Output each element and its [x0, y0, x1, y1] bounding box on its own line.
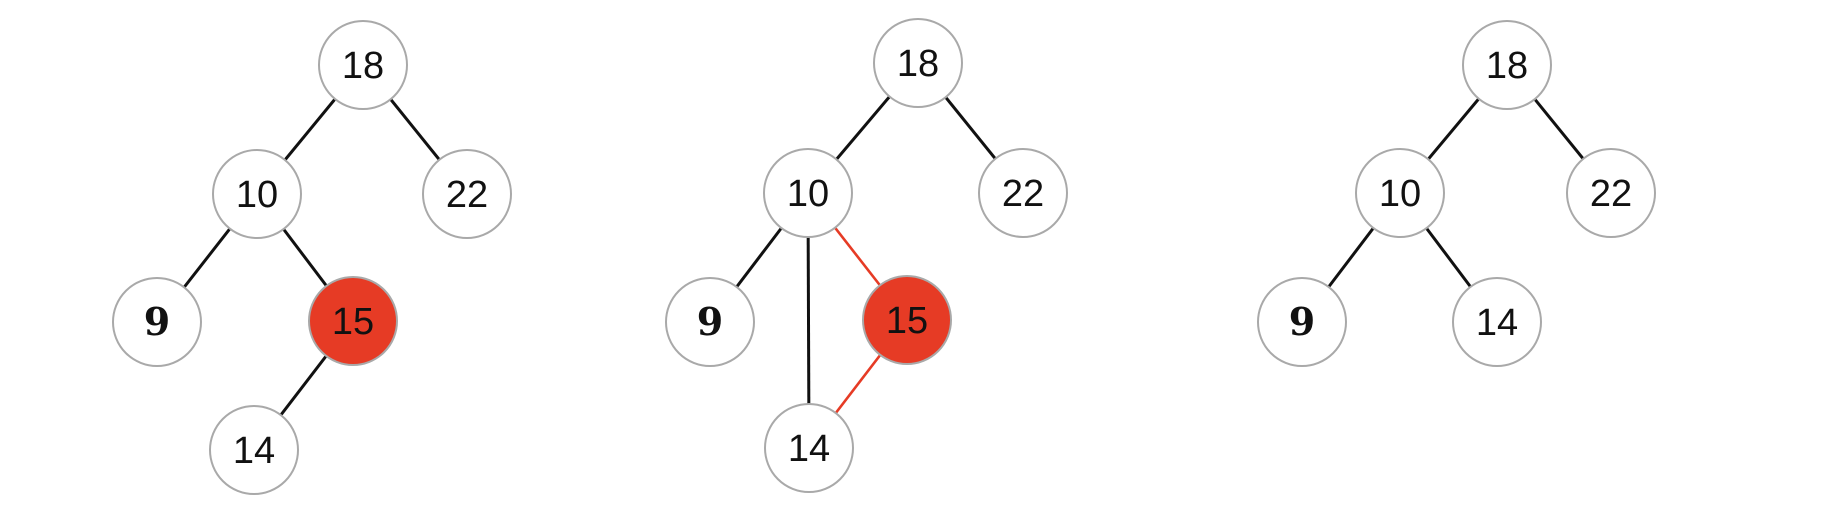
tree-node-22: [978, 148, 1068, 238]
tree-node-label-9: 9: [144, 299, 170, 344]
tree-node-label-15: 15: [886, 300, 928, 342]
tree-node-label-22: 22: [1002, 173, 1044, 215]
tree-node-22: [422, 149, 512, 239]
tree-node-label-10: 10: [236, 174, 278, 216]
tree-node-label-9: 9: [1289, 299, 1315, 344]
tree-node-label-14: 14: [788, 428, 830, 470]
tree-node-14: [209, 405, 299, 495]
tree-node-label-22: 22: [446, 174, 488, 216]
tree-node-9: [665, 277, 755, 367]
tree-node-label-10: 10: [1379, 173, 1421, 215]
tree-node-label-14: 14: [1476, 302, 1518, 344]
tree-step-1-node-marked: 18 10 22 9 15 14: [112, 20, 512, 495]
tree-node-label-9: 9: [697, 299, 723, 344]
tree-node-15-highlighted: [308, 276, 398, 366]
tree-node-label-10: 10: [787, 173, 829, 215]
tree-node-18: [873, 18, 963, 108]
tree-node-22: [1566, 148, 1656, 238]
tree-node-10: [212, 149, 302, 239]
tree-step-3-result: 18 10 22 9 14: [1257, 20, 1656, 367]
tree-node-14: [764, 403, 854, 493]
tree-node-label-14: 14: [233, 430, 275, 472]
tree-node-label-18: 18: [342, 45, 384, 87]
tree-node-10: [763, 148, 853, 238]
tree-node-label-18: 18: [897, 43, 939, 85]
tree-step-2-relink: 18 10 22 9 15 14: [665, 18, 1068, 493]
tree-node-14: [1452, 277, 1542, 367]
tree-node-label-15: 15: [332, 301, 374, 343]
tree-node-10: [1355, 148, 1445, 238]
tree-node-label-18: 18: [1486, 45, 1528, 87]
tree-node-9: [1257, 277, 1347, 367]
tree-node-15-highlighted: [862, 275, 952, 365]
tree-node-18: [1462, 20, 1552, 110]
tree-node-9: [112, 277, 202, 367]
tree-node-label-22: 22: [1590, 173, 1632, 215]
tree-node-18: [318, 20, 408, 110]
